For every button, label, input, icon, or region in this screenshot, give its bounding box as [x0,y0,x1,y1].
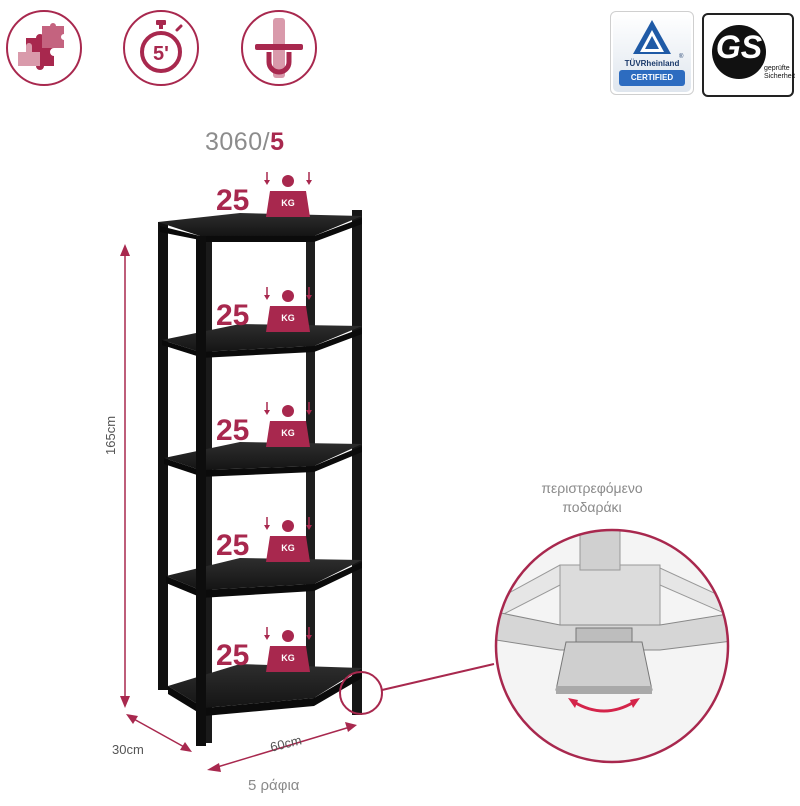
shelf-load-badge: 25 KG [216,285,316,335]
stopwatch-5-minutes-icon: 5' [123,10,199,86]
weight-icon [264,402,312,447]
shelf-1 [158,213,362,242]
gs-safety-badge: GS geprüfte Sicherheit [702,13,795,97]
width-arrow [207,722,357,772]
model-label: 3060/5 [205,128,284,157]
shelf-load-badge: 25 KG [216,625,316,675]
shelf-load-value: 25 [216,529,250,562]
gs-logo-circle [712,25,766,79]
weight-icon [264,627,312,672]
weight-icon [264,172,312,217]
shelf-load-value: 25 [216,639,250,672]
shelf-2 [162,324,362,358]
gs-logo: GS [715,29,763,65]
front-right-post [196,236,206,746]
depth-label: 30cm [112,742,144,757]
shelf-load-unit: KG [281,428,295,438]
shelf-load-badge: 25 KG [216,400,316,450]
shelf-load-badge: 25 KG [216,515,316,565]
tuv-triangle-icon [633,20,671,54]
stopwatch-text: 5' [153,43,169,65]
detail-caption: περιστρεφόμενο ποδαράκι [492,479,692,517]
shelf-load-value: 25 [216,299,250,332]
height-label: 165cm [103,415,118,455]
front-left-post [158,222,168,690]
gs-caption-line1: geprüfte [764,65,790,72]
back-right-post [352,210,362,715]
gs-caption-line2: Sicherheit [764,73,796,80]
tuv-certified-badge: TÜVRheinland CERTIFIED ® [610,11,694,95]
back-left-post [203,218,212,743]
shelves-count-label: 5 ράφια [248,777,300,794]
model-number: 3060/ [205,128,271,156]
depth-arrow [126,714,192,752]
detail-caption-line1: περιστρεφόμενο [541,480,643,496]
detail-caption-line2: ποδαράκι [562,499,622,515]
shelf-load-value: 25 [216,184,250,217]
tuv-registered-mark: ® [679,54,684,60]
rotating-foot-detail [494,528,730,764]
shelf-load-badge: 25 KG [216,170,316,220]
foot-highlight-circle [339,671,383,715]
model-shelves-count: 5 [270,128,285,156]
height-arrow [120,244,130,708]
wall-bracket-icon [241,10,317,86]
shelf-load-value: 25 [216,414,250,447]
shelf-load-unit: KG [281,543,295,553]
detail-connector-line [381,663,495,691]
tuv-certified-label: CERTIFIED [619,70,685,86]
gs-caption: geprüfte Sicherheit [764,65,795,81]
tuv-brand: TÜVRheinland [624,59,680,68]
shelf-3 [164,442,362,477]
puzzle-assembly-icon [6,10,82,86]
weight-icon [264,517,312,562]
shelf-load-unit: KG [281,313,295,323]
shelf-load-unit: KG [281,653,295,663]
shelf-4 [166,558,362,598]
shelf-5 [168,664,362,716]
shelf-load-unit: KG [281,198,295,208]
weight-icon [264,287,312,332]
